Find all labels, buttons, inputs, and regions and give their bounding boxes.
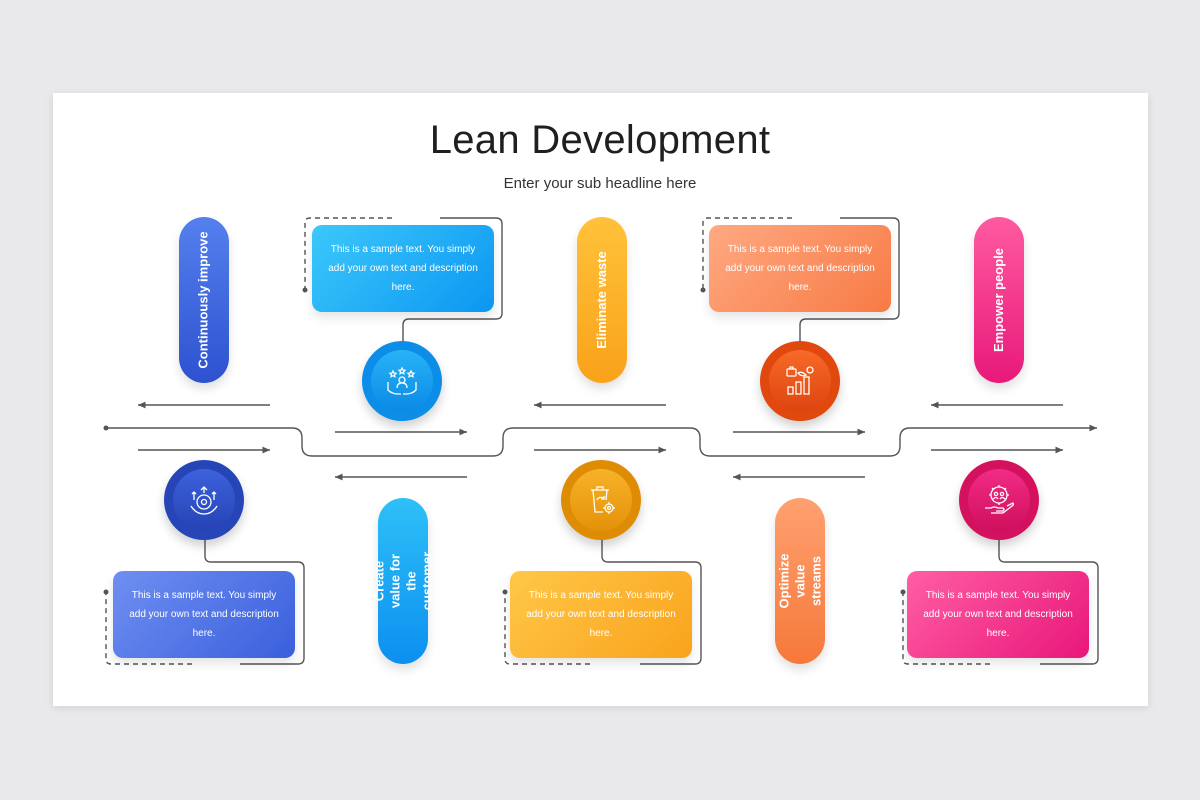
- text-box-3: This is a sample text. You simply add yo…: [510, 571, 692, 658]
- text-box-text: This is a sample text. You simply add yo…: [725, 244, 875, 293]
- recycle-bin-gear-icon: [591, 486, 615, 514]
- page-subtitle: Enter your sub headline here: [503, 175, 697, 192]
- text-box-text: This is a sample text. You simply add yo…: [328, 244, 478, 293]
- page-title: Lean Development: [429, 118, 771, 162]
- text-box-2: This is a sample text. You simply add yo…: [312, 225, 494, 312]
- pill-label: Create value for the customer: [371, 551, 435, 611]
- pill-create-value: Create value for the customer: [371, 498, 434, 664]
- text-box-4: This is a sample text. You simply add yo…: [709, 225, 891, 312]
- pill-optimize-value-streams: Optimize value streams: [775, 498, 825, 664]
- plant-growth-bars-icon: [786, 366, 814, 395]
- pill-eliminate-waste: Eliminate waste: [577, 217, 627, 383]
- gears-arrows-icon: [190, 486, 218, 515]
- circle-5: [959, 460, 1039, 540]
- pill-label: Optimize value streams: [776, 553, 823, 609]
- pill-label: Continuously improve: [196, 231, 212, 369]
- text-box-text: This is a sample text. You simply add yo…: [526, 590, 676, 639]
- pill-empower-people: Empower people: [974, 217, 1024, 383]
- pill-label: Empower people: [991, 247, 1006, 353]
- text-box-text: This is a sample text. You simply add yo…: [129, 590, 279, 639]
- pill-label: Eliminate waste: [594, 251, 610, 349]
- text-box-text: This is a sample text. You simply add yo…: [923, 590, 1073, 639]
- pill-continuously-improve: Continuously improve: [179, 217, 229, 383]
- text-box-1: This is a sample text. You simply add yo…: [113, 571, 295, 658]
- circle-2: [362, 341, 442, 421]
- circle-1: [164, 460, 244, 540]
- main-timeline: [106, 424, 1097, 457]
- hands-stars-person-icon: [387, 366, 417, 395]
- hand-people-gear-icon: [985, 485, 1014, 514]
- circle-4: [760, 341, 840, 421]
- text-box-5: This is a sample text. You simply add yo…: [907, 571, 1089, 658]
- circle-3: [561, 460, 641, 540]
